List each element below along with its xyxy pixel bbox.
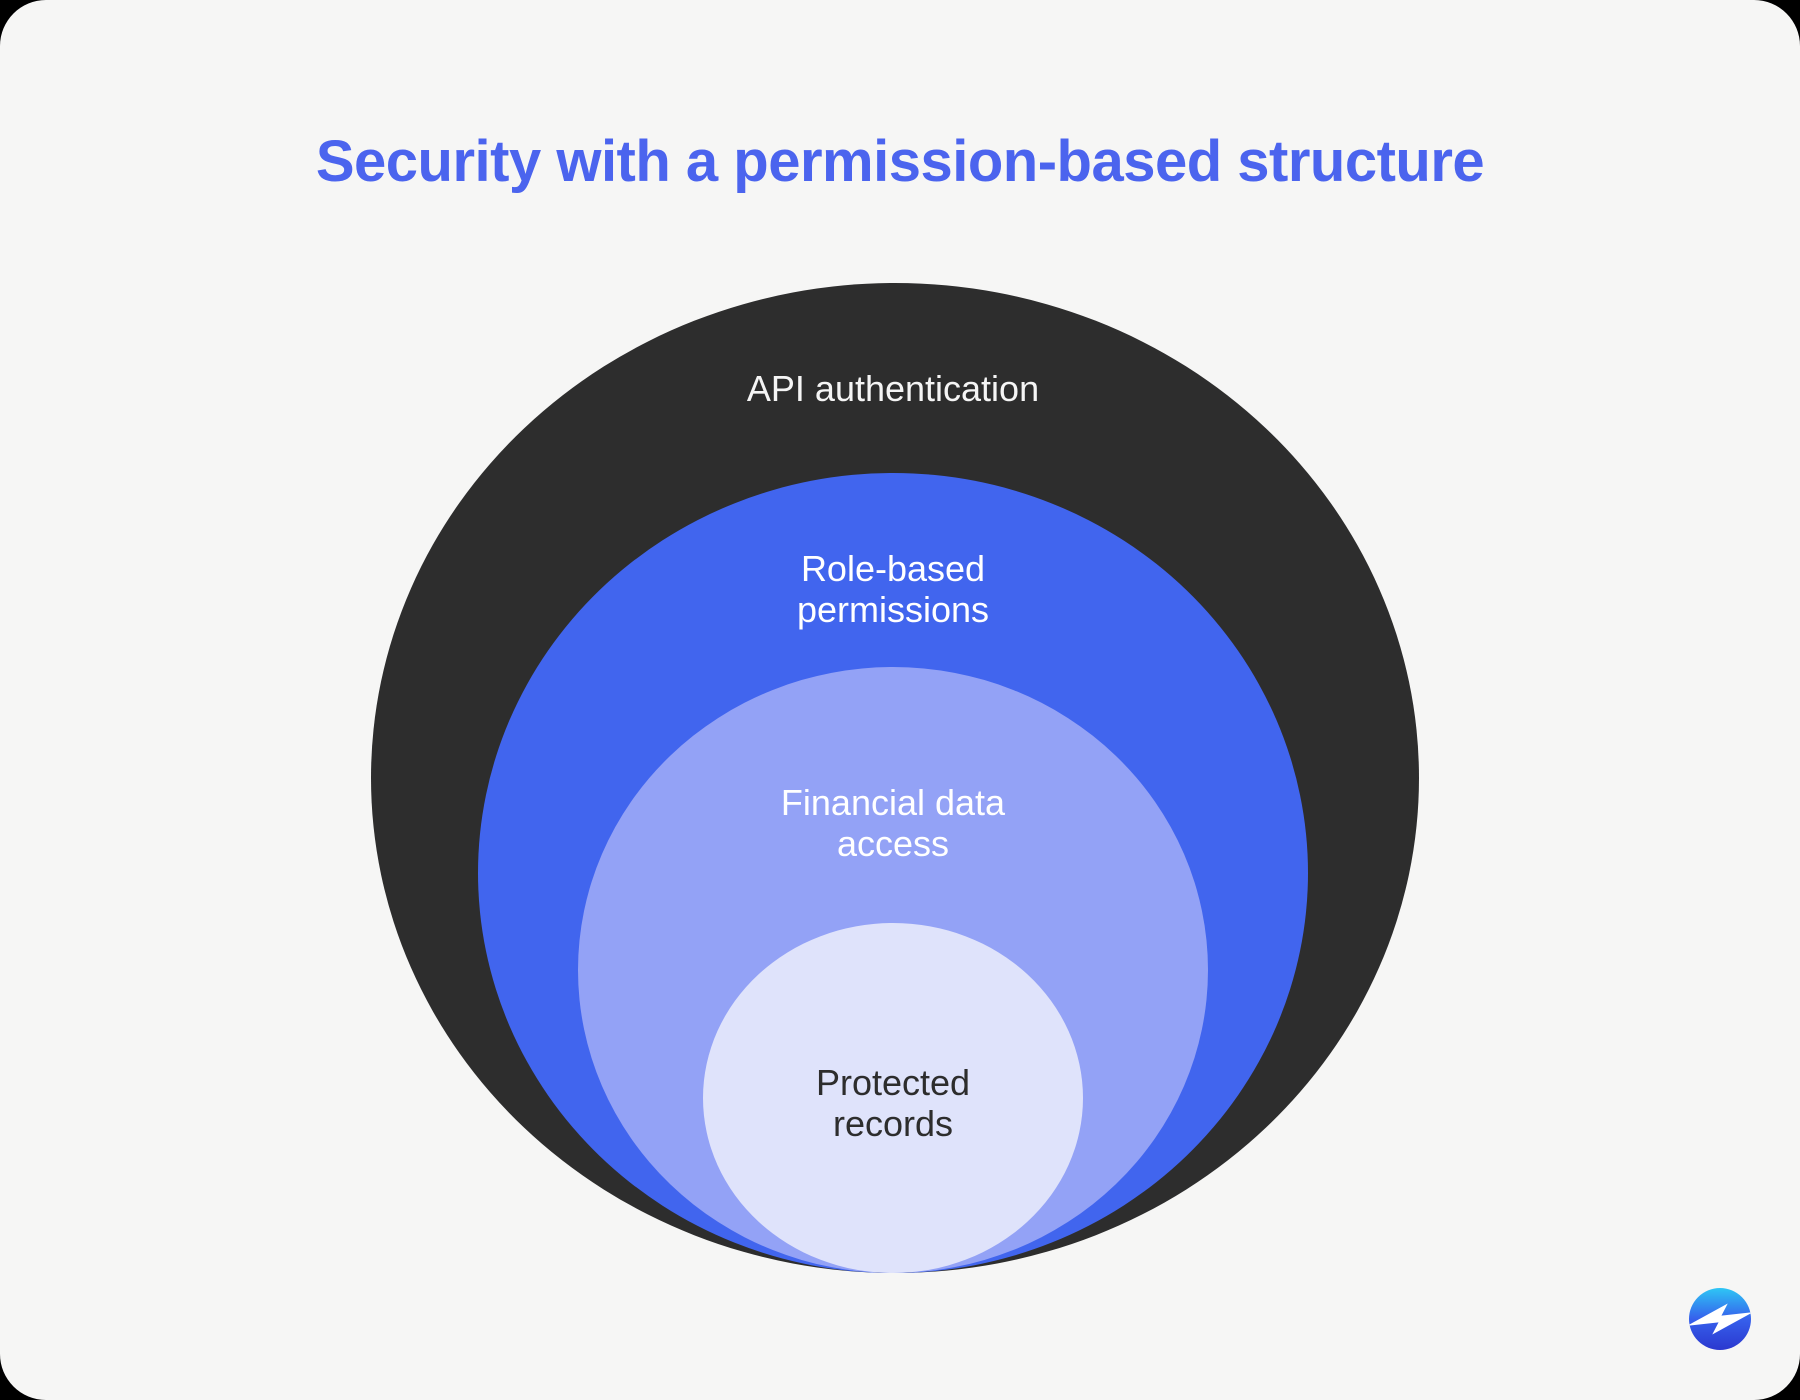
page-title: Security with a permission-based structu… xyxy=(315,129,1485,194)
brand-logo xyxy=(1689,1288,1751,1350)
ring-label-api-authentication: API authentication xyxy=(746,368,1040,409)
ring-label-financial-data-access: Financial data access xyxy=(780,782,1006,865)
ring-protected-records xyxy=(703,923,1083,1273)
ring-label-role-based-permissions: Role-based permissions xyxy=(796,548,990,631)
ring-label-protected-records: Protected records xyxy=(815,1062,971,1145)
lightning-bolt-logo-icon xyxy=(1689,1288,1751,1350)
